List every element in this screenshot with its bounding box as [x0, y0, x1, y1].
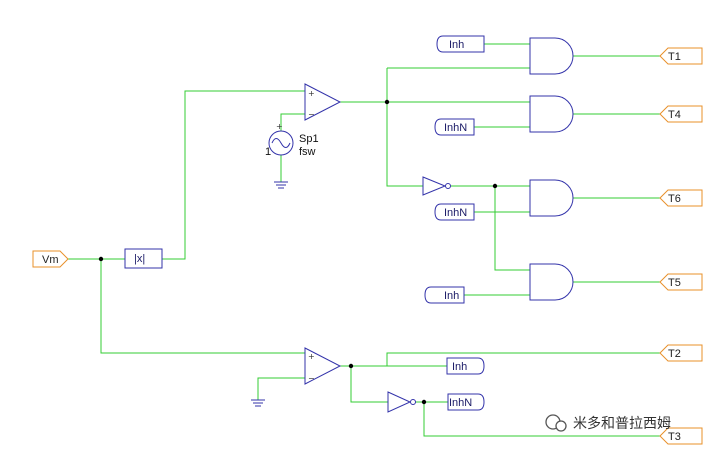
inhibit-label-t4[interactable]: InhN — [434, 118, 475, 136]
inhibit-label-text: InhN — [444, 207, 467, 219]
output-port-t5[interactable]: T5 — [659, 273, 703, 291]
inhibit-label-t5[interactable]: Inh — [424, 286, 465, 304]
and-gate-t5[interactable] — [529, 263, 574, 301]
junctions — [98, 99, 498, 405]
junction-dot — [492, 183, 498, 189]
output-port-label: T2 — [668, 348, 681, 360]
watermark: 米多和普拉西姆 — [545, 414, 671, 432]
output-port-t6[interactable]: T6 — [659, 189, 703, 207]
comparator-upper[interactable]: + − — [304, 83, 342, 121]
source-marker: 1 — [265, 146, 271, 158]
comparator-lower[interactable]: + − — [304, 347, 342, 385]
input-port-vm[interactable]: Vm — [32, 250, 69, 268]
output-port-t1[interactable]: T1 — [659, 47, 703, 65]
inverter-upper[interactable] — [422, 176, 451, 196]
inhibit-label-text: InhN — [449, 397, 472, 409]
comparator-plus-sign: + — [308, 89, 315, 98]
input-port-label: Vm — [42, 254, 59, 266]
inhibit-label-text: Inh — [452, 361, 467, 373]
output-port-t2[interactable]: T2 — [659, 344, 703, 362]
output-port-t3[interactable]: T3 — [659, 427, 703, 445]
and-gate-t4[interactable] — [529, 95, 574, 133]
junction-dot — [98, 256, 104, 262]
inhibit-label-text: InhN — [444, 122, 467, 134]
inverter-lower[interactable] — [387, 391, 416, 413]
inhibit-label-lower-inh[interactable]: Inh — [446, 357, 485, 375]
inhibit-label-t1[interactable]: Inh — [436, 35, 485, 53]
abs-block-label: |x| — [134, 253, 145, 265]
and-gate-t1[interactable] — [529, 37, 574, 75]
inhibit-label-lower-inhn[interactable]: InhN — [447, 393, 485, 411]
comparator-minus-sign: − — [308, 110, 315, 119]
junction-dot — [421, 399, 427, 405]
and-gate-t6[interactable] — [529, 179, 574, 217]
comparator-plus-sign: + — [308, 352, 315, 361]
output-port-label: T1 — [668, 51, 681, 63]
junction-dot — [348, 363, 354, 369]
wechat-icon — [545, 414, 567, 432]
source-plus-sign: + — [276, 122, 283, 131]
output-port-label: T5 — [668, 277, 681, 289]
output-port-label: T4 — [668, 109, 681, 121]
watermark-text: 米多和普拉西姆 — [573, 415, 671, 432]
inhibit-label-text: Inh — [444, 290, 459, 302]
inhibit-label-text: Inh — [449, 39, 464, 51]
source-name: Sp1 — [299, 133, 319, 145]
carrier-source-sp1[interactable]: + 1 Sp1 fsw — [265, 122, 319, 158]
output-port-t4[interactable]: T4 — [659, 105, 703, 123]
junction-dot — [384, 99, 390, 105]
comparator-minus-sign: − — [308, 374, 315, 383]
abs-block[interactable]: |x| — [124, 248, 163, 269]
output-port-label: T3 — [668, 431, 681, 443]
wires — [68, 43, 660, 437]
ground-icon — [274, 181, 288, 189]
ground-icon — [251, 399, 265, 407]
source-param: fsw — [299, 146, 316, 158]
output-port-label: T6 — [668, 193, 681, 205]
inhibit-label-t6[interactable]: InhN — [434, 203, 475, 221]
